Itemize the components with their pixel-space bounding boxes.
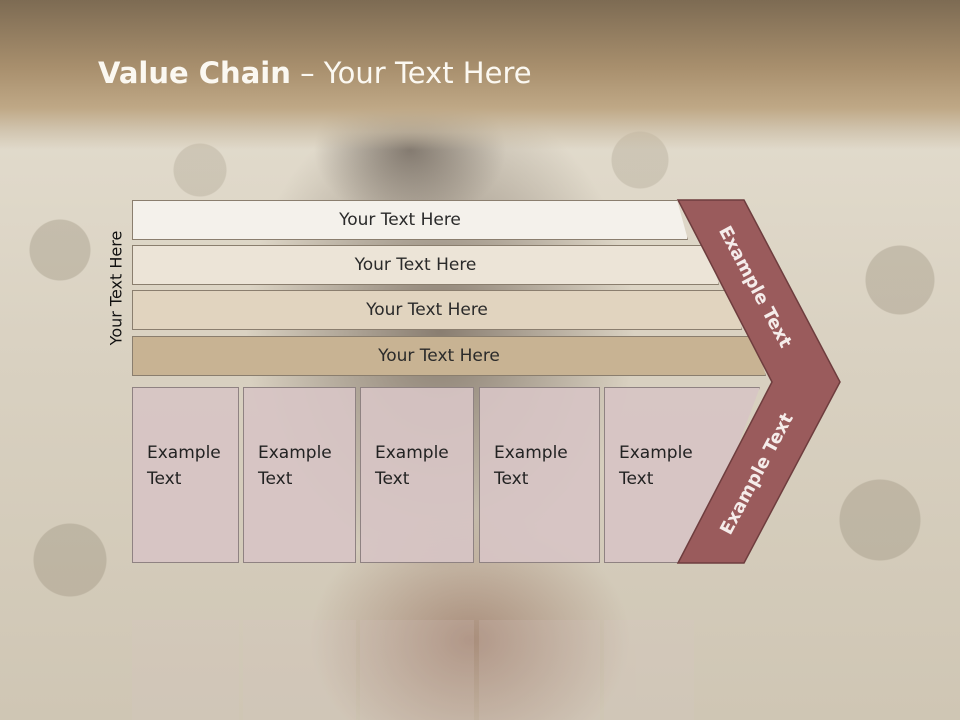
chain-bar-4: Your Text Here <box>132 336 766 376</box>
box-text-line1: Example <box>619 443 693 463</box>
chain-bar-1: Your Text Here <box>132 200 688 240</box>
box-text-line2: Text <box>258 469 293 489</box>
chain-bar-label: Your Text Here <box>378 346 500 366</box>
box-text-line2: Text <box>375 469 410 489</box>
activity-box-1: Example Text <box>132 387 239 563</box>
title-bold: Value Chain <box>98 56 291 90</box>
title-rest: – Your Text Here <box>290 56 532 90</box>
box-text-line2: Text <box>147 469 182 489</box>
header-band <box>0 0 960 150</box>
box-text-line1: Example <box>375 443 449 463</box>
chain-bar-3: Your Text Here <box>132 290 742 330</box>
page-title: Value Chain – Your Text Here <box>98 56 532 90</box>
box-text-line1: Example <box>494 443 568 463</box>
chain-bar-label: Your Text Here <box>354 255 477 275</box>
activity-box-3: Example Text <box>360 387 474 563</box>
chain-bar-2: Your Text Here <box>132 245 719 285</box>
chevron-shape <box>676 199 841 564</box>
box-text-line1: Example <box>147 443 221 463</box>
chain-bar-label: Your Text Here <box>339 210 461 230</box>
chain-bar-label: Your Text Here <box>366 300 488 320</box>
box-text-line1: Example <box>258 443 332 463</box>
box-text-line2: Text <box>494 469 529 489</box>
box-text-line2: Text <box>619 469 654 489</box>
activity-box-2: Example Text <box>243 387 356 563</box>
activity-box-4: Example Text <box>479 387 600 563</box>
